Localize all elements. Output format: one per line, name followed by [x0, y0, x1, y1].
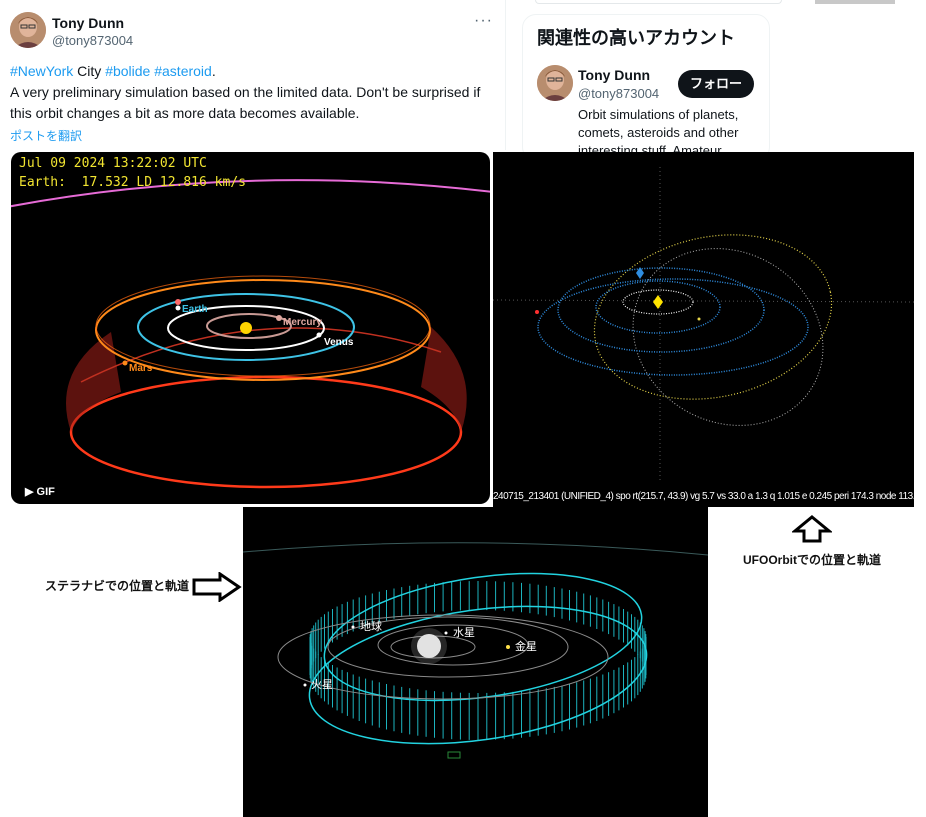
- top-right-element: [815, 0, 895, 4]
- stellanavi-scene: 地球 水星 金星 火星: [243, 542, 708, 759]
- stella-asteroid-ribbon: [308, 572, 648, 745]
- mercury-marker: [276, 315, 282, 321]
- author-handle[interactable]: @tony873004: [52, 33, 134, 48]
- asteroid-orbit: [66, 327, 467, 489]
- stellanavi-note: ステラナビでの位置と軌道: [45, 579, 190, 593]
- venus-orbit: [167, 305, 325, 351]
- stella-label-mercury: 水星: [453, 626, 475, 639]
- mercury-orbit: [206, 313, 292, 339]
- stella-sun: [417, 634, 441, 658]
- label-mercury: Mercury: [283, 317, 322, 328]
- avatar-image: [10, 12, 46, 48]
- label-venus: Venus: [324, 337, 354, 348]
- gif-earth-readout: Earth: 17.532 LD 12.816 km/s: [19, 175, 246, 190]
- tweet-text-city: City: [73, 63, 106, 79]
- stella-label-mars: 火星: [311, 678, 333, 691]
- ufoorbit-panel: 240715_213401 (UNIFIED_4) spo rt(215.7, …: [493, 152, 914, 507]
- sun: [240, 322, 252, 334]
- related-account-name[interactable]: Tony Dunn: [578, 67, 651, 83]
- stellanavi-panel: 地球 水星 金星 火星: [243, 507, 708, 817]
- ufo-orbit-2: [595, 280, 721, 334]
- venus-marker: [316, 332, 322, 338]
- earth-orbit: [137, 293, 355, 361]
- gif-orbit-scene: Earth Mercury Venus Mars: [11, 179, 490, 489]
- tweet-text-dot: .: [211, 63, 216, 79]
- up-arrow-icon: [792, 515, 832, 543]
- play-icon: ▶: [25, 486, 34, 498]
- ufo-sun: [653, 295, 663, 309]
- ufo-asteroid-marker: [535, 310, 539, 314]
- label-earth: Earth: [182, 304, 208, 315]
- mars-orbit: [95, 279, 431, 381]
- stella-venus-orbit: [377, 624, 529, 666]
- ufoorbit-scene: [493, 167, 914, 482]
- mars-marker: [122, 360, 128, 366]
- top-scroll-element: [535, 0, 782, 4]
- ufo-orbit-1: [622, 289, 694, 315]
- ufo-orbit-4: [537, 278, 809, 376]
- horizontal-axis: [493, 299, 914, 303]
- related-avatar-image: [537, 65, 573, 101]
- stella-outer-orbit: [243, 542, 708, 556]
- gif-label: GIF: [36, 486, 55, 498]
- ufo-orbit-3: [557, 267, 765, 353]
- right-arrow-icon: [192, 572, 242, 602]
- translate-link[interactable]: ポストを翻訳: [10, 129, 83, 143]
- related-accounts-heading: 関連性の高いアカウント: [537, 28, 735, 48]
- earth-marker: [175, 305, 181, 311]
- related-account-bio-clip: Orbit simulations of planets, comets, as…: [578, 106, 748, 152]
- hashtag-asteroid[interactable]: #asteroid: [154, 63, 212, 79]
- stella-label-venus: 金星: [515, 639, 537, 653]
- ufoorbit-status-bar: 240715_213401 (UNIFIED_4) spo rt(215.7, …: [493, 486, 914, 507]
- outer-orbit: [11, 179, 490, 208]
- asteroid-marker: [175, 299, 181, 305]
- related-account-avatar[interactable]: [537, 65, 573, 101]
- ufo-asteroid-orbit: [593, 234, 833, 400]
- related-account-handle[interactable]: @tony873004: [578, 86, 660, 101]
- follow-button[interactable]: フォロー: [678, 70, 754, 98]
- ufoorbit-status: 240715_213401 (UNIFIED_4) spo rt(215.7, …: [493, 491, 914, 502]
- ufoorbit-note: UFOOrbitでの位置と軌道: [743, 553, 881, 567]
- gif-media[interactable]: Earth Mercury Venus Mars Jul 09 2024 13:…: [11, 152, 490, 504]
- tweet-text-body: A very preliminary simulation based on t…: [10, 84, 481, 121]
- related-account-bio: Orbit simulations of planets, comets, as…: [578, 107, 739, 152]
- stella-label-earth: 地球: [360, 619, 382, 633]
- more-options-icon[interactable]: ···: [474, 12, 493, 29]
- tweet-text: #NewYork City #bolide #asteroid. A very …: [10, 61, 490, 124]
- hashtag-newyork[interactable]: #NewYork: [10, 63, 74, 79]
- gif-play-badge[interactable]: ▶ GIF: [25, 485, 55, 498]
- sidebar-divider: [505, 0, 506, 150]
- ufo-earth-marker: [636, 267, 644, 279]
- avatar[interactable]: [10, 12, 46, 48]
- stella-earth-orbit: [327, 616, 569, 678]
- author-name[interactable]: Tony Dunn: [52, 15, 125, 31]
- gif-date: Jul 09 2024 13:22:02 UTC: [19, 156, 207, 171]
- label-mars: Mars: [129, 363, 153, 374]
- hashtag-bolide[interactable]: #bolide: [105, 63, 151, 79]
- stella-mars-orbit: [277, 614, 609, 700]
